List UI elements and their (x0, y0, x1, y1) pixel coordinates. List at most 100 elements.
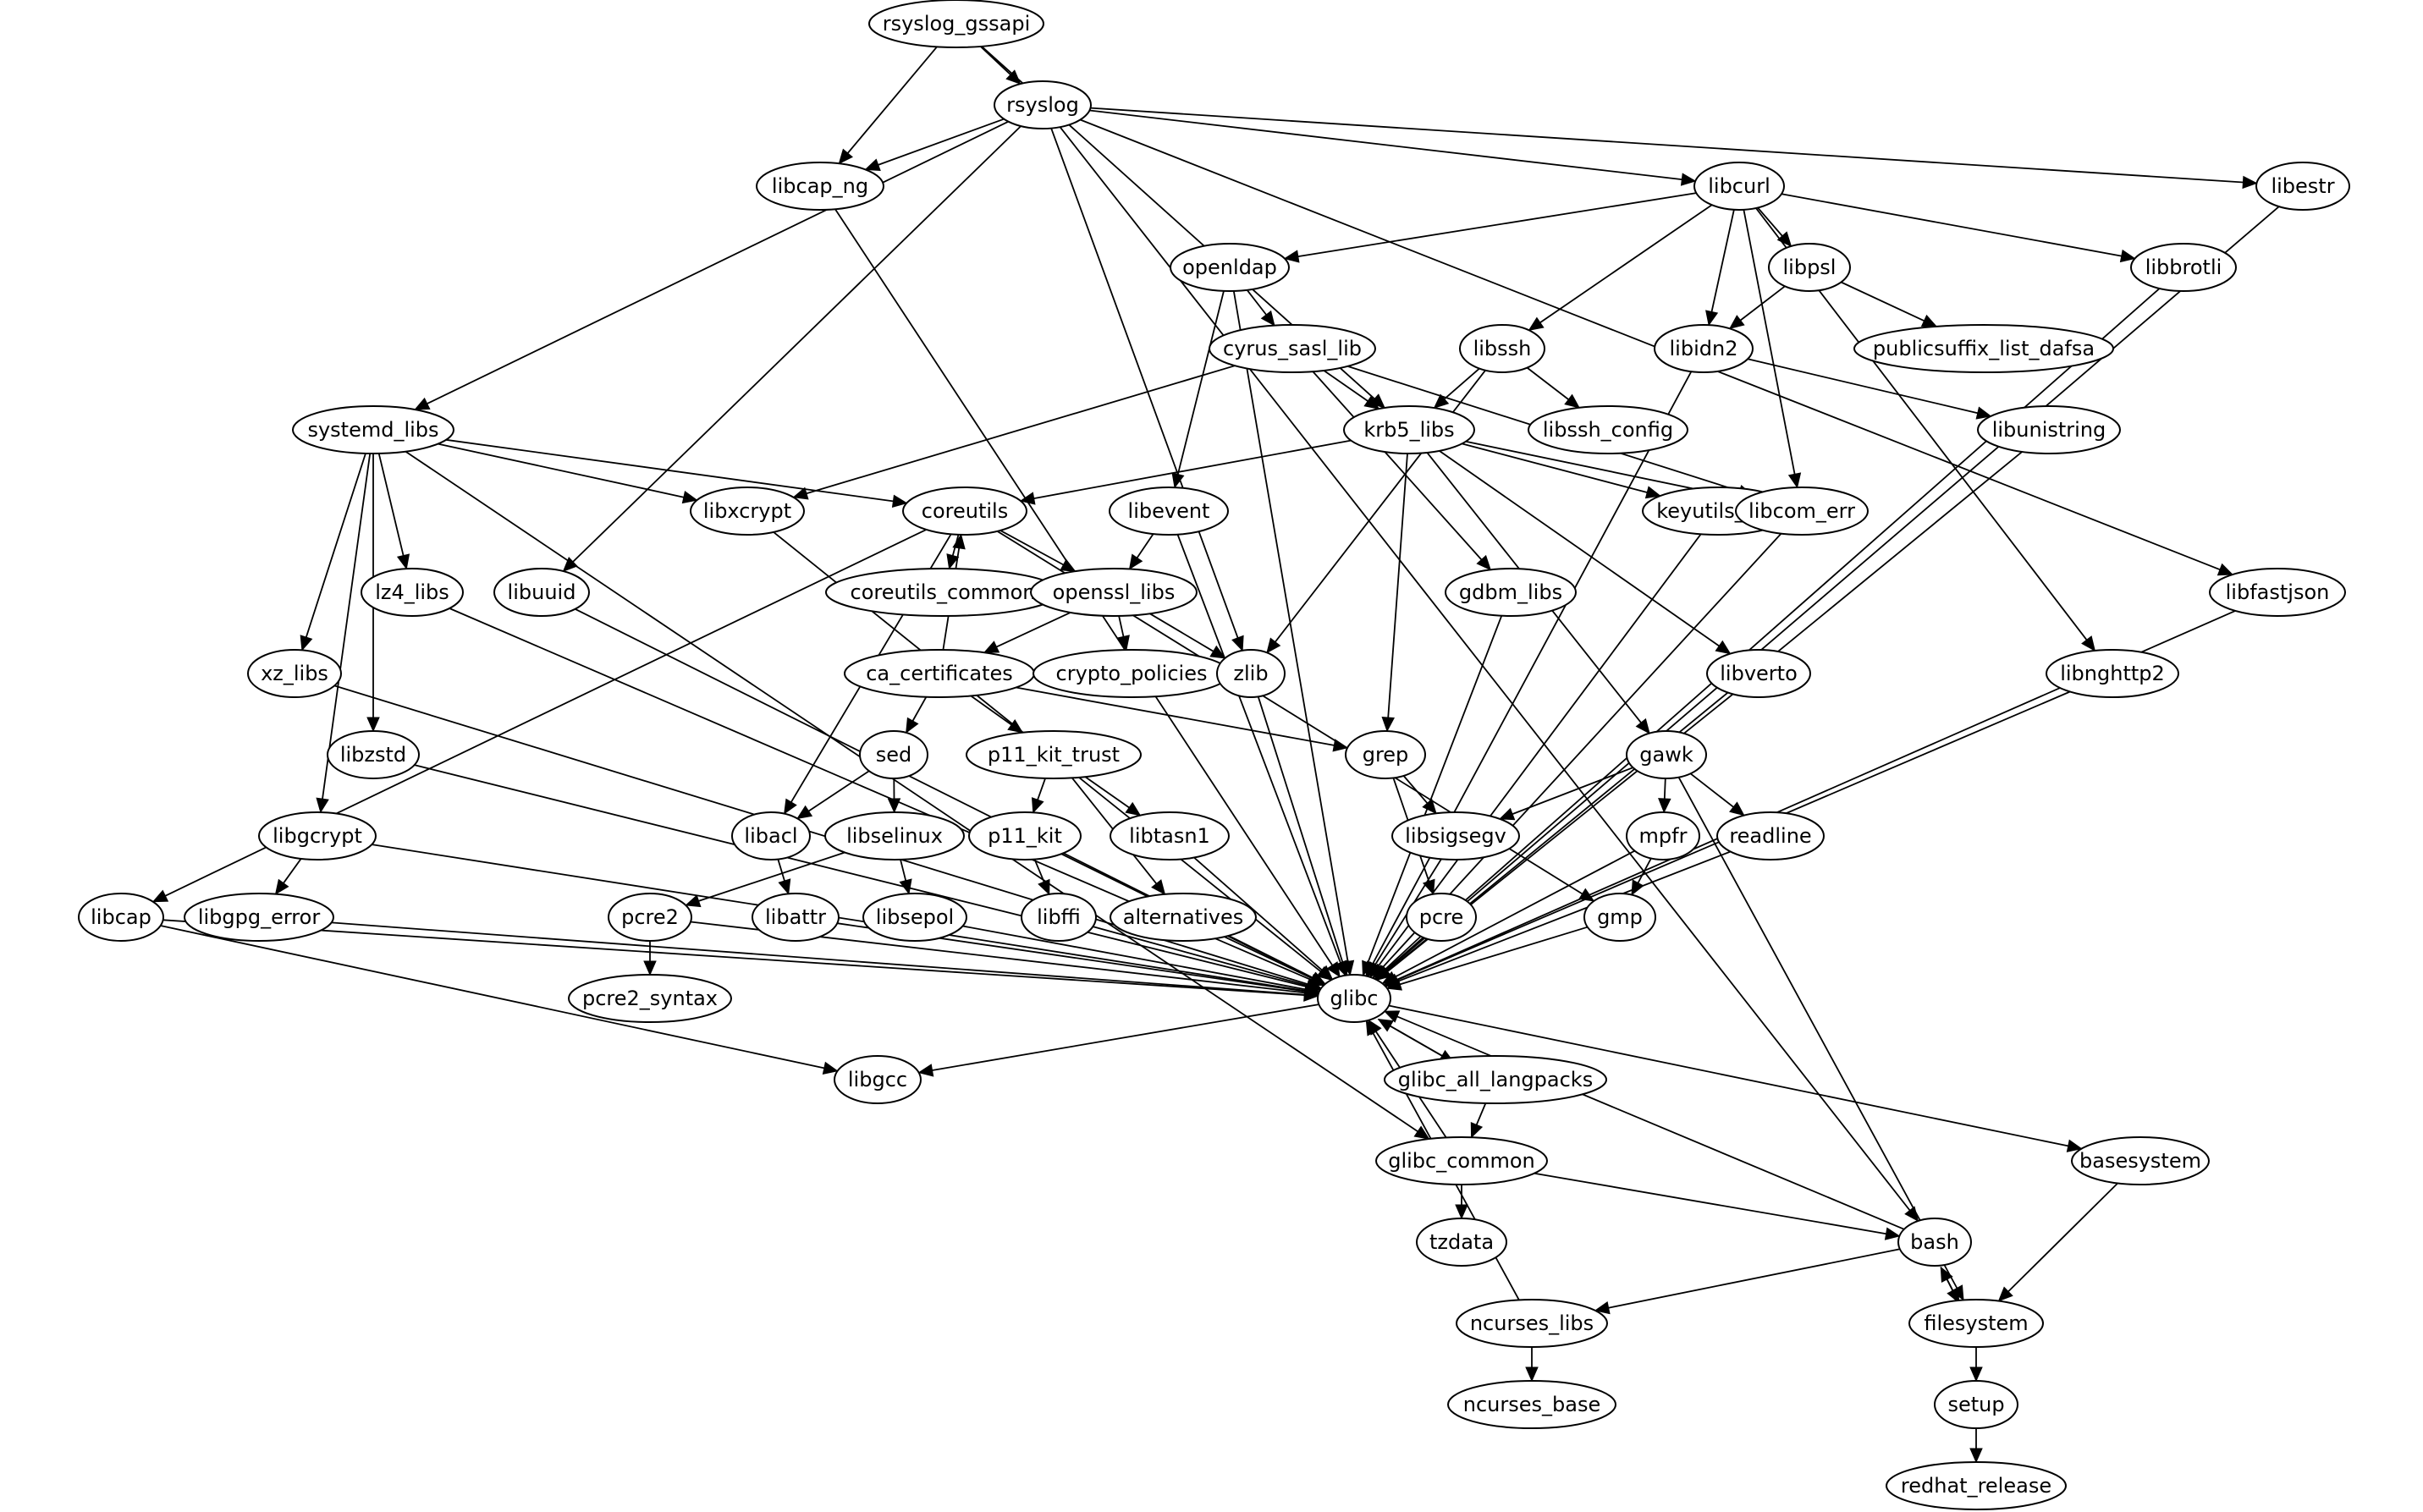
edge-line (1312, 371, 1483, 561)
node-openldap[interactable]: openldap (1170, 243, 1290, 292)
node-coreutils_common[interactable]: coreutils_common (825, 568, 1060, 617)
edge-line (1033, 439, 1352, 499)
node-rsyslog_gssapi[interactable]: rsyslog_gssapi (868, 0, 1044, 48)
edge-bash-to-ncurses_libs (1594, 1248, 1901, 1315)
node-coreutils[interactable]: coreutils (902, 487, 1027, 536)
node-crypto_policies[interactable]: crypto_policies (1033, 649, 1231, 698)
node-libgpg_error[interactable]: libgpg_error (184, 893, 334, 942)
node-gdbm_libs[interactable]: gdbm_libs (1445, 568, 1577, 617)
node-label: libuuid (508, 580, 576, 604)
node-krb5_libs[interactable]: krb5_libs (1343, 405, 1475, 454)
edge-gawk-to-readline (1689, 772, 1745, 816)
node-glibc_common[interactable]: glibc_common (1375, 1136, 1548, 1185)
node-libsigsegv[interactable]: libsigsegv (1391, 811, 1520, 860)
node-libunistring[interactable]: libunistring (1977, 405, 2121, 454)
edge-line (1118, 615, 1125, 637)
node-shape (184, 893, 334, 942)
node-bash[interactable]: bash (1897, 1218, 1972, 1267)
node-xz_libs[interactable]: xz_libs (247, 649, 342, 698)
node-libssh[interactable]: libssh (1459, 324, 1545, 373)
node-glibc[interactable]: glibc (1317, 974, 1391, 1023)
node-ca_certificates[interactable]: ca_certificates (844, 649, 1035, 698)
arrowhead-icon (414, 397, 431, 410)
arrowhead-icon (2242, 175, 2258, 190)
edge-systemd_libs-to-glibc_common (405, 450, 1430, 1140)
node-label: tzdata (1429, 1230, 1494, 1254)
node-grep[interactable]: grep (1345, 730, 1426, 779)
node-libidn2[interactable]: libidn2 (1654, 324, 1754, 373)
node-p11_kit_trust[interactable]: p11_kit_trust (966, 730, 1142, 779)
node-readline[interactable]: readline (1716, 811, 1825, 860)
node-setup[interactable]: setup (1934, 1380, 2018, 1429)
node-libevent[interactable]: libevent (1109, 487, 1229, 536)
edge-line (1386, 451, 2023, 972)
node-gmp[interactable]: gmp (1583, 893, 1656, 942)
node-label: libbrotli (2145, 256, 2222, 279)
node-gawk[interactable]: gawk (1626, 730, 1707, 779)
node-publicsuffix_list_dafsa[interactable]: publicsuffix_list_dafsa (1853, 324, 2114, 373)
node-mpfr[interactable]: mpfr (1626, 811, 1700, 860)
node-libcap_ng[interactable]: libcap_ng (756, 162, 884, 211)
node-libcurl[interactable]: libcurl (1693, 162, 1785, 211)
node-rsyslog[interactable]: rsyslog (994, 80, 1092, 129)
node-p11_kit[interactable]: p11_kit (968, 811, 1082, 860)
node-shape (1170, 243, 1290, 292)
node-basesystem[interactable]: basesystem (2071, 1136, 2210, 1185)
edge-line (1526, 366, 1569, 400)
node-libxcrypt[interactable]: libxcrypt (690, 487, 805, 536)
node-tzdata[interactable]: tzdata (1416, 1218, 1507, 1267)
node-pcre2_syntax[interactable]: pcre2_syntax (568, 974, 732, 1023)
node-libgcc[interactable]: libgcc (834, 1055, 922, 1104)
node-ncurses_libs[interactable]: ncurses_libs (1456, 1299, 1608, 1348)
node-shape (2071, 1136, 2210, 1185)
node-libtasn1[interactable]: libtasn1 (1110, 811, 1230, 860)
node-libpsl[interactable]: libpsl (1768, 243, 1851, 292)
node-shape (1456, 1299, 1608, 1348)
node-libcap[interactable]: libcap (78, 893, 164, 942)
arrowhead-icon (1635, 718, 1650, 734)
node-libnghttp2[interactable]: libnghttp2 (2046, 649, 2179, 698)
arrowhead-icon (1476, 554, 1492, 571)
node-glibc_all_langpacks[interactable]: glibc_all_langpacks (1384, 1055, 1607, 1104)
node-systemd_libs[interactable]: systemd_libs (292, 405, 454, 454)
edge-rsyslog-to-libfastjson (1080, 118, 2234, 576)
arrowhead-icon (1367, 960, 1381, 978)
node-label: p11_kit_trust (988, 743, 1120, 767)
node-libestr[interactable]: libestr (2255, 162, 2350, 211)
edge-openldap-to-glibc (1232, 290, 1355, 976)
node-ncurses_base[interactable]: ncurses_base (1447, 1380, 1616, 1429)
edge-line (1394, 849, 1636, 978)
node-pcre[interactable]: pcre (1406, 893, 1477, 942)
node-libselinux[interactable]: libselinux (824, 811, 965, 860)
node-libcom_err[interactable]: libcom_err (1735, 487, 1869, 536)
node-zlib[interactable]: zlib (1216, 649, 1286, 698)
node-libffi[interactable]: libffi (1021, 893, 1097, 942)
node-libzstd[interactable]: libzstd (327, 730, 420, 779)
node-redhat_release[interactable]: redhat_release (1886, 1461, 2067, 1510)
node-lz4_libs[interactable]: lz4_libs (361, 568, 464, 617)
arrowhead-icon (1776, 231, 1792, 247)
node-libverto[interactable]: libverto (1706, 649, 1811, 698)
node-libssh_config[interactable]: libssh_config (1528, 405, 1688, 454)
node-libfastjson[interactable]: libfastjson (2209, 568, 2346, 617)
edge-line (1257, 696, 1344, 963)
arrowhead-icon (1433, 393, 1450, 410)
node-libuuid[interactable]: libuuid (493, 568, 590, 617)
node-filesystem[interactable]: filesystem (1908, 1299, 2044, 1348)
node-libbrotli[interactable]: libbrotli (2130, 243, 2237, 292)
node-libattr[interactable]: libattr (752, 893, 840, 942)
edge-cyrus_sasl_lib-to-krb5_libs (1323, 370, 1380, 410)
edge-libffi-to-glibc (1093, 926, 1322, 992)
node-alternatives[interactable]: alternatives (1110, 893, 1257, 942)
node-libsepol[interactable]: libsepol (862, 893, 967, 942)
node-libgcrypt[interactable]: libgcrypt (258, 811, 377, 860)
node-sed[interactable]: sed (859, 730, 928, 779)
node-shape (568, 974, 732, 1023)
node-label: mpfr (1639, 824, 1688, 848)
node-libacl[interactable]: libacl (731, 811, 811, 860)
node-shape (731, 811, 811, 860)
node-cyrus_sasl_lib[interactable]: cyrus_sasl_lib (1209, 324, 1376, 373)
node-pcre2[interactable]: pcre2 (608, 893, 692, 942)
node-openssl_libs[interactable]: openssl_libs (1030, 568, 1198, 617)
